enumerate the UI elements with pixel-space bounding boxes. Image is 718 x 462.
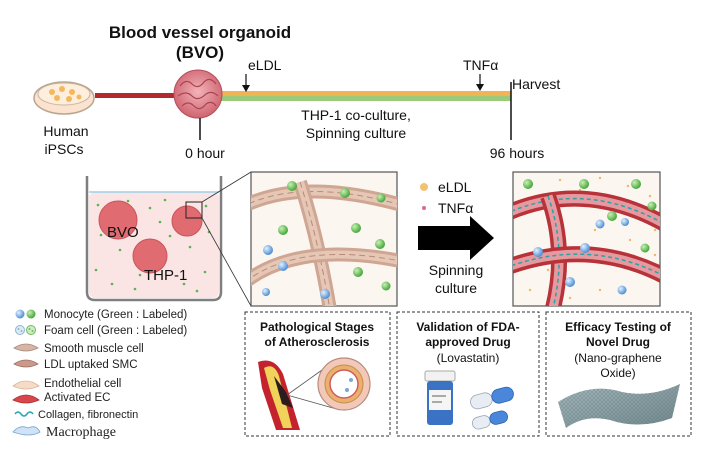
legend-label-4: Endothelial cell [44, 378, 121, 390]
treatment-tnf: TNFα [438, 200, 473, 216]
panel-fda-drug: Validation of FDA- approved Drug (Lovast… [396, 311, 540, 437]
zoom-monocytes [262, 181, 391, 299]
panel2-subtitle-line1: (Lovastatin) [437, 351, 500, 365]
culture-line2: Spinning culture [306, 125, 407, 141]
arrow-label-line2: culture [435, 280, 477, 296]
legend: Monocyte (Green : Labeled) Foam cell (Gr… [12, 309, 187, 440]
legend-label-6: Collagen, fibronectin [38, 409, 138, 421]
panel3-subtitle-line1: (Nano-graphene [574, 351, 662, 365]
thp1-label: THP-1 [144, 267, 187, 284]
tnf-label: TNFα [463, 57, 498, 73]
treatment-eldl: eLDL [438, 179, 472, 195]
end-label: 96 hours [490, 145, 544, 161]
legend-label-0: Monocyte (Green : Labeled) [44, 309, 187, 321]
endothelial-cell-icon [12, 380, 40, 390]
artery-icon [258, 360, 341, 430]
bvo-organoid-3 [132, 238, 168, 274]
ldl-smc-icon [13, 359, 39, 368]
culture-well: BVO THP-1 [85, 171, 252, 307]
organoid-icon [173, 69, 223, 119]
legend-label-1: Foam cell (Green : Labeled) [44, 325, 187, 337]
panel3-title-line1: Efficacy Testing of [565, 320, 672, 334]
smooth-muscle-cell-icon [13, 343, 39, 352]
graphene-sheet-icon [558, 384, 680, 428]
eldl-label: eLDL [248, 57, 282, 73]
panel-novel-drug: Efficacy Testing of Novel Drug (Nano-gra… [545, 311, 692, 437]
legend-label-2: Smooth muscle cell [44, 343, 144, 355]
collagen-icon [14, 411, 34, 417]
source-line1: Human [43, 123, 88, 139]
legend-label-3: LDL uptaked SMC [44, 359, 138, 371]
timeline-bar-green [201, 96, 511, 101]
timeline-bar-orange [201, 91, 511, 96]
spinning-arrow-icon [418, 216, 494, 260]
macrophage-icon [12, 426, 41, 436]
panel2-title-line1: Validation of FDA- [416, 320, 519, 334]
foam-cell-icon [15, 325, 36, 335]
bvo-label: BVO [107, 224, 139, 241]
bvo-organoid-2 [171, 205, 203, 237]
legend-label-5: Activated EC [44, 392, 110, 404]
timeline: Blood vessel organoid (BVO) Human iPSCs … [33, 23, 560, 161]
treatment: eLDL TNFα Spinning culture [418, 179, 494, 296]
eldl-arrow-head [242, 85, 250, 92]
title-line2: (BVO) [176, 43, 224, 62]
result-cells [523, 179, 657, 295]
panel-atherosclerosis-stages: Pathological Stages of Atherosclerosis [244, 311, 391, 437]
title-line1: Blood vessel organoid [109, 23, 291, 42]
panel1-title-line1: Pathological Stages [260, 320, 374, 334]
panel3-subtitle-line2: Oxide) [600, 366, 635, 380]
zoom-panel [250, 171, 398, 307]
result-panel [512, 171, 661, 307]
tnf-arrow-head [476, 84, 484, 91]
zoom-box [185, 201, 203, 219]
panel3-title-line2: Novel Drug [586, 335, 650, 349]
arrow-label-line1: Spinning [429, 262, 484, 278]
eldl-dot-icon [420, 183, 428, 191]
zoom-line-top [201, 171, 252, 203]
start-label: 0 hour [185, 145, 225, 161]
monocyte-icon [15, 309, 36, 319]
activated-ec-icon [12, 394, 40, 404]
panel1-title-line2: of Atherosclerosis [265, 335, 370, 349]
bvo-organoid-1 [98, 200, 138, 240]
pill-bottle-icon [424, 370, 456, 425]
timeline-bar-red [95, 93, 201, 98]
zoom-line-bottom [201, 217, 252, 307]
tnf-dot-icon [422, 206, 426, 210]
capsule-icon [470, 386, 514, 430]
legend-label-7: Macrophage [46, 425, 116, 440]
panel2-title-line2: approved Drug [425, 335, 510, 349]
culture-line1: THP-1 co-culture, [301, 107, 411, 123]
petri-dish-icon [33, 81, 95, 115]
harvest-label: Harvest [512, 76, 560, 92]
vessel-cross-section-icon [317, 357, 371, 411]
source-line2: iPSCs [45, 141, 84, 157]
